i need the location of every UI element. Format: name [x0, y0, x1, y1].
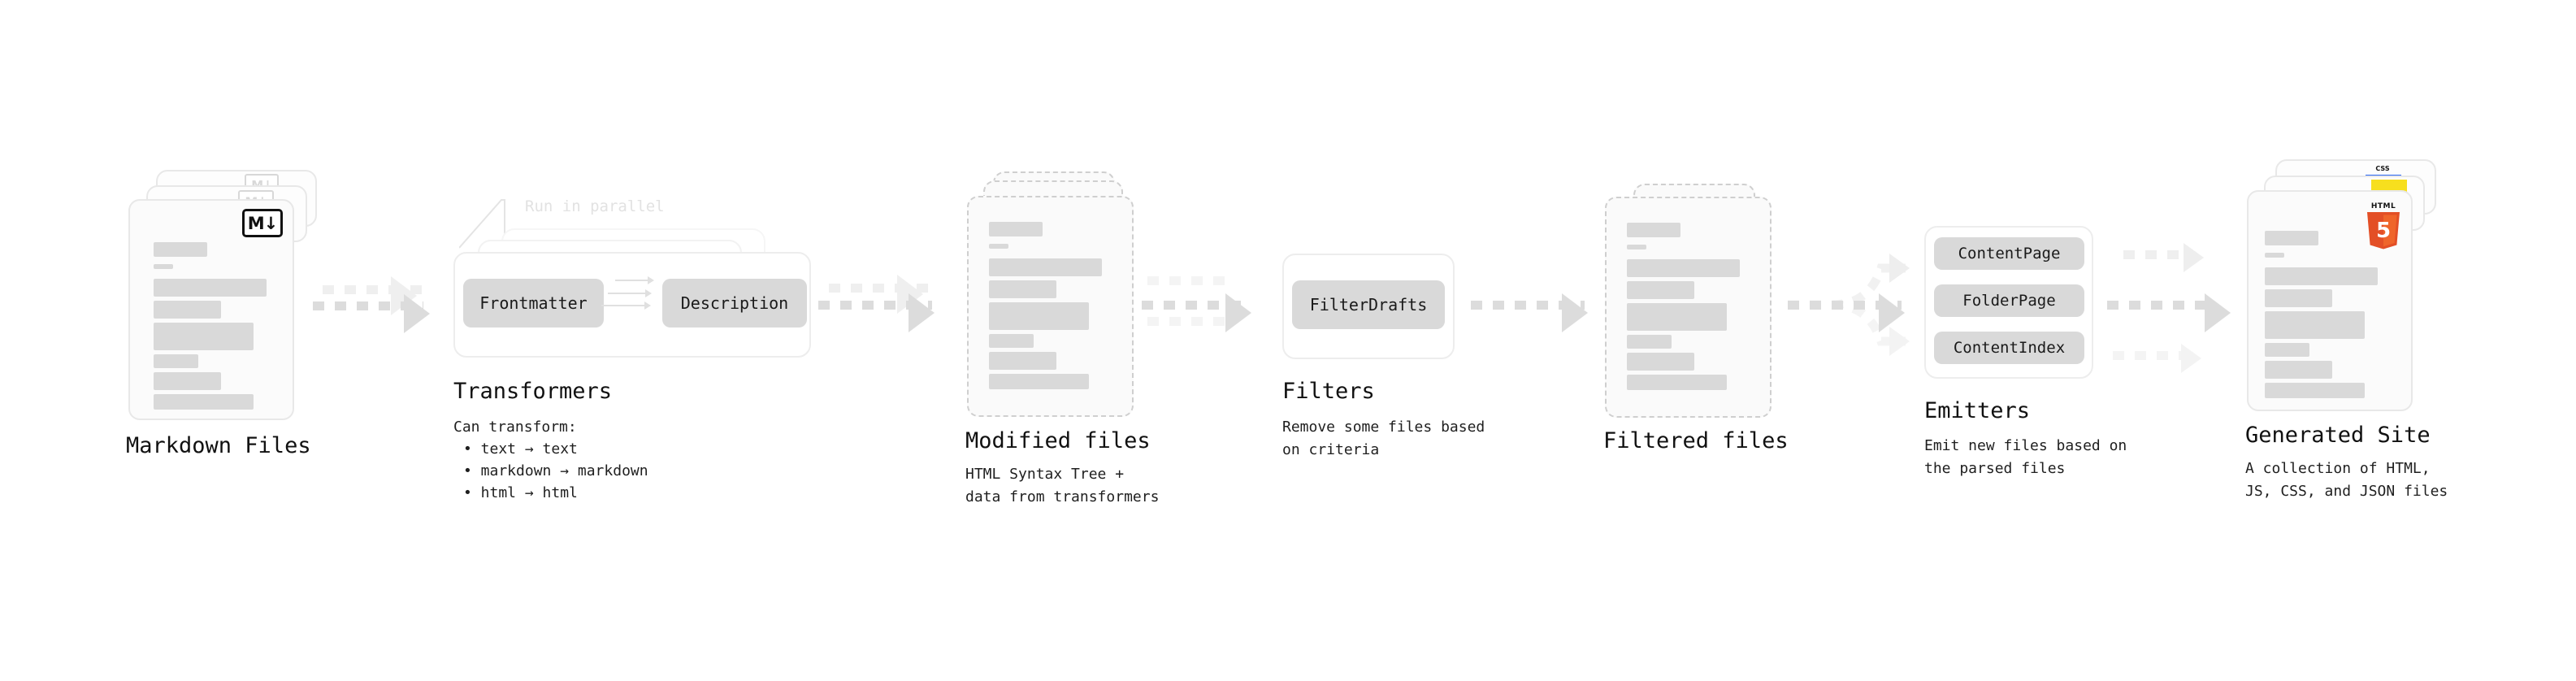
skeleton-line	[989, 280, 1056, 298]
skeleton-line	[154, 279, 267, 297]
html5-icon-label: HTML	[2370, 202, 2396, 210]
transformer-inner-arrowhead	[644, 301, 651, 310]
run-in-parallel-leader	[459, 199, 505, 249]
filter-pill-filterdrafts[interactable]: FilterDrafts	[1292, 280, 1445, 329]
svg-text:5: 5	[2376, 219, 2391, 243]
skeleton-line	[989, 334, 1034, 348]
skeleton-line	[1627, 281, 1694, 299]
transformer-pill-frontmatter[interactable]: Frontmatter	[463, 279, 604, 327]
transformer-inner-arrowhead	[648, 276, 654, 284]
skeleton-line	[1627, 353, 1694, 371]
stage-subtitle-emitters: Emit new files based on the parsed files	[1924, 437, 2127, 477]
emitter-pill-folderpage[interactable]: FolderPage	[1934, 284, 2084, 317]
skeleton-line	[989, 302, 1089, 330]
skeleton-line	[154, 323, 254, 350]
skeleton-line	[2265, 289, 2332, 307]
stage-title-modified-files: Modified files	[965, 428, 1151, 453]
skeleton-line	[2265, 231, 2318, 245]
stage-title-generated-site: Generated Site	[2245, 423, 2431, 448]
markdown-file-card-front[interactable]: M↓	[128, 199, 294, 420]
skeleton-line	[2265, 253, 2284, 258]
css3-icon: CSS	[2375, 165, 2390, 172]
skeleton-line	[154, 372, 221, 390]
stage-title-emitters: Emitters	[1924, 398, 2031, 423]
skeleton-line	[2265, 361, 2332, 379]
modified-file-card-front[interactable]	[967, 196, 1134, 417]
emitter-pill-contentpage[interactable]: ContentPage	[1934, 237, 2084, 270]
skeleton-line	[2265, 383, 2365, 398]
transformer-inner-arrow	[615, 280, 649, 281]
skeleton-line	[989, 258, 1102, 276]
skeleton-line	[1627, 259, 1740, 277]
transformer-inner-arrow	[608, 293, 647, 294]
skeleton-line	[989, 374, 1089, 389]
stage-subtitle-modified-files: HTML Syntax Tree + data from transformer…	[965, 466, 1160, 505]
skeleton-line	[154, 264, 173, 269]
stage-subtitle-generated-site: A collection of HTML, JS, CSS, and JSON …	[2245, 460, 2448, 500]
skeleton-line	[989, 352, 1056, 370]
transformer-pill-description[interactable]: Description	[662, 279, 807, 327]
skeleton-line	[1627, 375, 1727, 390]
transformer-bullet-0: • text → text	[463, 440, 578, 458]
transformer-bullet-2: • html → html	[463, 484, 578, 501]
run-in-parallel-label: Run in parallel	[525, 197, 665, 215]
skeleton-line	[1627, 303, 1727, 331]
skeleton-line	[154, 242, 207, 257]
skeleton-line	[2265, 343, 2309, 357]
stage-title-transformers: Transformers	[453, 379, 613, 404]
stage-title-markdown-files: Markdown Files	[126, 433, 311, 458]
skeleton-line	[1627, 223, 1680, 237]
skeleton-line	[154, 301, 221, 319]
skeleton-line	[2265, 311, 2365, 339]
transformer-inner-arrow	[601, 305, 646, 306]
skeleton-line	[1627, 335, 1672, 349]
skeleton-line	[2265, 267, 2378, 285]
markdown-icon: M↓	[242, 209, 283, 237]
skeleton-line	[154, 354, 198, 368]
transformer-inner-arrowhead	[645, 289, 652, 297]
stage-title-filters: Filters	[1282, 379, 1375, 404]
site-file-card-front[interactable]: HTML 5	[2247, 190, 2413, 411]
skeleton-line	[989, 222, 1043, 236]
filtered-file-card-front[interactable]	[1605, 197, 1772, 418]
emitter-pill-contentindex[interactable]: ContentIndex	[1934, 332, 2084, 364]
html5-icon: HTML 5	[2366, 202, 2401, 249]
stage-subtitle-transformers: Can transform:	[453, 419, 577, 436]
skeleton-line	[989, 244, 1008, 249]
skeleton-line	[154, 394, 254, 410]
transformer-bullet-1: • markdown → markdown	[463, 462, 648, 479]
stage-subtitle-filters: Remove some files based on criteria	[1282, 419, 1485, 458]
stage-title-filtered-files: Filtered files	[1603, 428, 1789, 453]
skeleton-line	[1627, 245, 1646, 249]
